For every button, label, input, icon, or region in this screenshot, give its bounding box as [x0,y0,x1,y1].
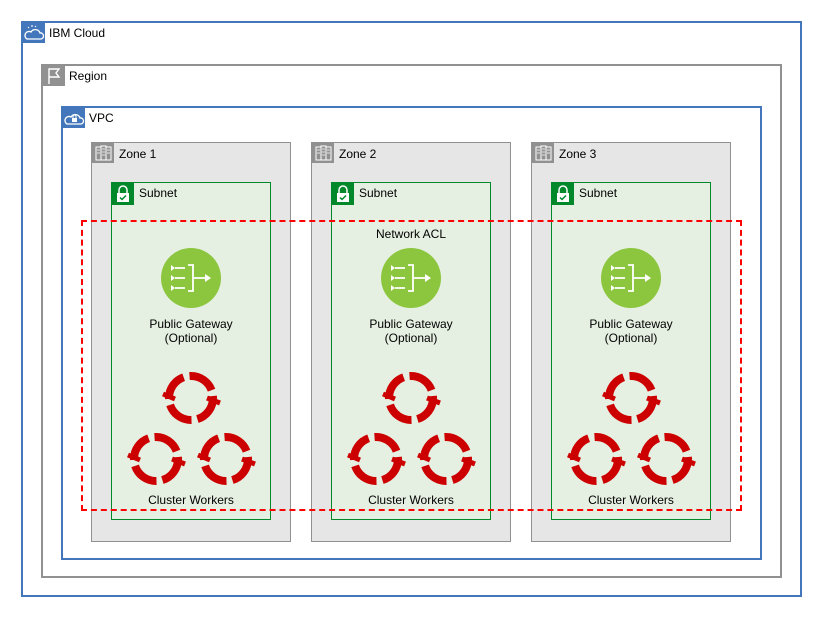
gateway-optional-label: (Optional) [164,331,218,345]
public-gateway-icon [161,248,221,308]
openshift-icon [416,431,476,487]
region-container [41,64,782,578]
zone-label: Zone 1 [119,147,157,161]
cluster-workers-label: Cluster Workers [368,493,454,507]
openshift-icon [636,431,696,487]
region-label: Region [69,69,108,83]
openshift-icon [196,431,256,487]
zone-label: Zone 3 [559,147,597,161]
ibm-cloud-label: IBM Cloud [49,26,106,40]
cluster-workers-label: Cluster Workers [588,493,674,507]
lock-icon [552,183,574,205]
public-gateway-icon [601,248,661,308]
public-gateway-icon [381,248,441,308]
openshift-icon [126,431,186,487]
openshift-icon [601,370,661,426]
lock-icon [332,183,354,205]
cloud-icon [23,23,45,43]
openshift-icon [346,431,406,487]
subnet-label: Subnet [139,186,178,200]
gateway-label: Public Gateway [369,317,453,331]
zone-datacenter-icon [92,143,114,163]
openshift-icon [161,370,221,426]
subnet-label: Subnet [579,186,618,200]
gateway-optional-label: (Optional) [604,331,658,345]
gateway-label: Public Gateway [149,317,233,331]
zone-label: Zone 2 [339,147,377,161]
network-acl-boundary [81,220,742,511]
openshift-icon [566,431,626,487]
gateway-optional-label: (Optional) [384,331,438,345]
zone-datacenter-icon [312,143,334,163]
subnet-label: Subnet [359,186,398,200]
ibm-cloud-container [21,21,802,597]
lock-icon [112,183,134,205]
vpc-label: VPC [89,111,114,125]
flag-icon [43,66,65,86]
zone-datacenter-icon [532,143,554,163]
cluster-workers-label: Cluster Workers [148,493,234,507]
gateway-label: Public Gateway [589,317,673,331]
network-acl-label: Network ACL [375,227,447,241]
vpc-icon [63,108,85,128]
openshift-icon [381,370,441,426]
vpc-container [61,106,762,560]
